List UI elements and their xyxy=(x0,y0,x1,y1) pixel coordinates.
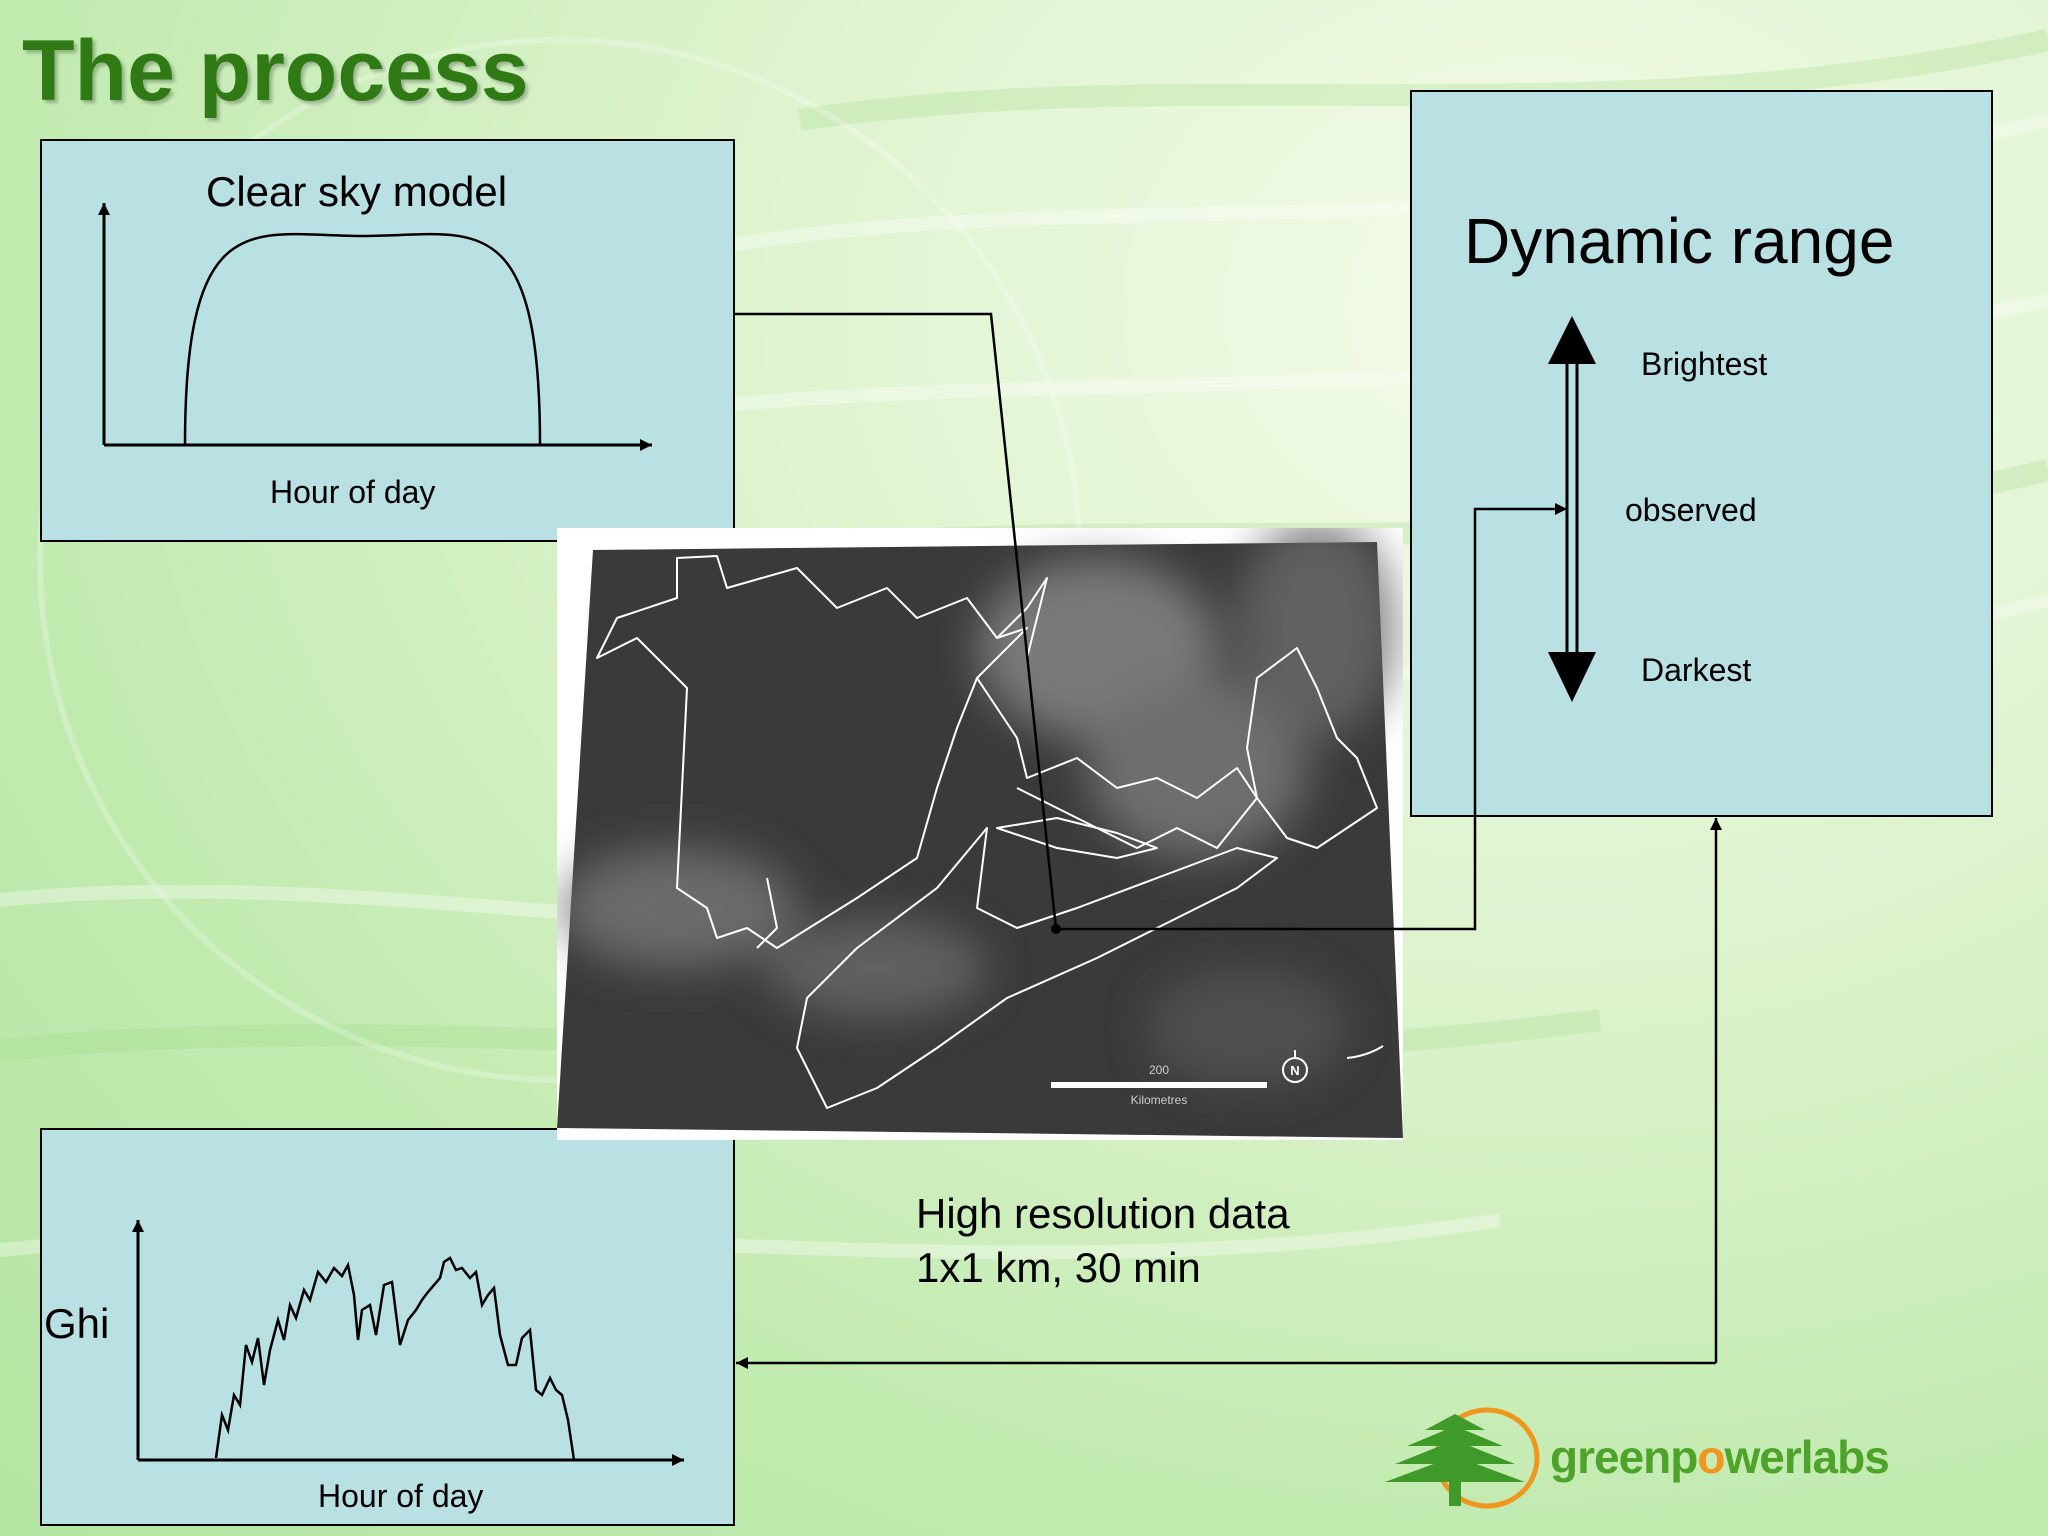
greenpowerlabs-logo: greenpowerlabs xyxy=(1385,1400,1890,1520)
logo-wordmark: greenpowerlabs xyxy=(1550,1431,1890,1483)
dynamic-range-title: Dynamic range xyxy=(1464,205,1895,277)
satellite-image: 200 Kilometres N xyxy=(557,528,1403,1140)
down-arrow-icon xyxy=(1548,652,1596,702)
up-arrow-icon xyxy=(1548,316,1596,364)
clear-sky-title: Clear sky model xyxy=(206,168,508,215)
dynamic-range-panel xyxy=(1410,90,1993,817)
ghi-x-label: Hour of day xyxy=(318,1478,484,1514)
map-scale-value: 200 xyxy=(1149,1063,1169,1077)
caption-line-2: 1x1 km, 30 min xyxy=(916,1244,1201,1291)
connector-map-to-observed xyxy=(1056,503,1567,931)
observed-label: observed xyxy=(1625,492,1757,528)
connector-clear-sky-to-map xyxy=(735,312,1058,930)
clear-sky-plot xyxy=(98,203,652,451)
clear-sky-curve xyxy=(183,232,542,446)
clear-sky-model-panel xyxy=(40,139,735,542)
dynamic-range-arrow xyxy=(1548,316,1596,702)
clear-sky-x-label: Hour of day xyxy=(270,474,436,510)
north-arrow-icon: N xyxy=(1282,1050,1308,1083)
page-title: The process xyxy=(22,23,529,119)
north-label: N xyxy=(1290,1063,1299,1078)
brightest-label: Brightest xyxy=(1641,346,1768,382)
map-scale-unit: Kilometres xyxy=(1131,1093,1188,1107)
ghi-y-label: Ghi xyxy=(44,1300,110,1347)
ghi-plot xyxy=(132,1220,684,1466)
cedar-tree-icon xyxy=(1385,1407,1540,1509)
darkest-label: Darkest xyxy=(1641,652,1752,688)
ghi-curve xyxy=(214,1256,576,1461)
caption-line-1: High resolution data xyxy=(916,1190,1290,1237)
